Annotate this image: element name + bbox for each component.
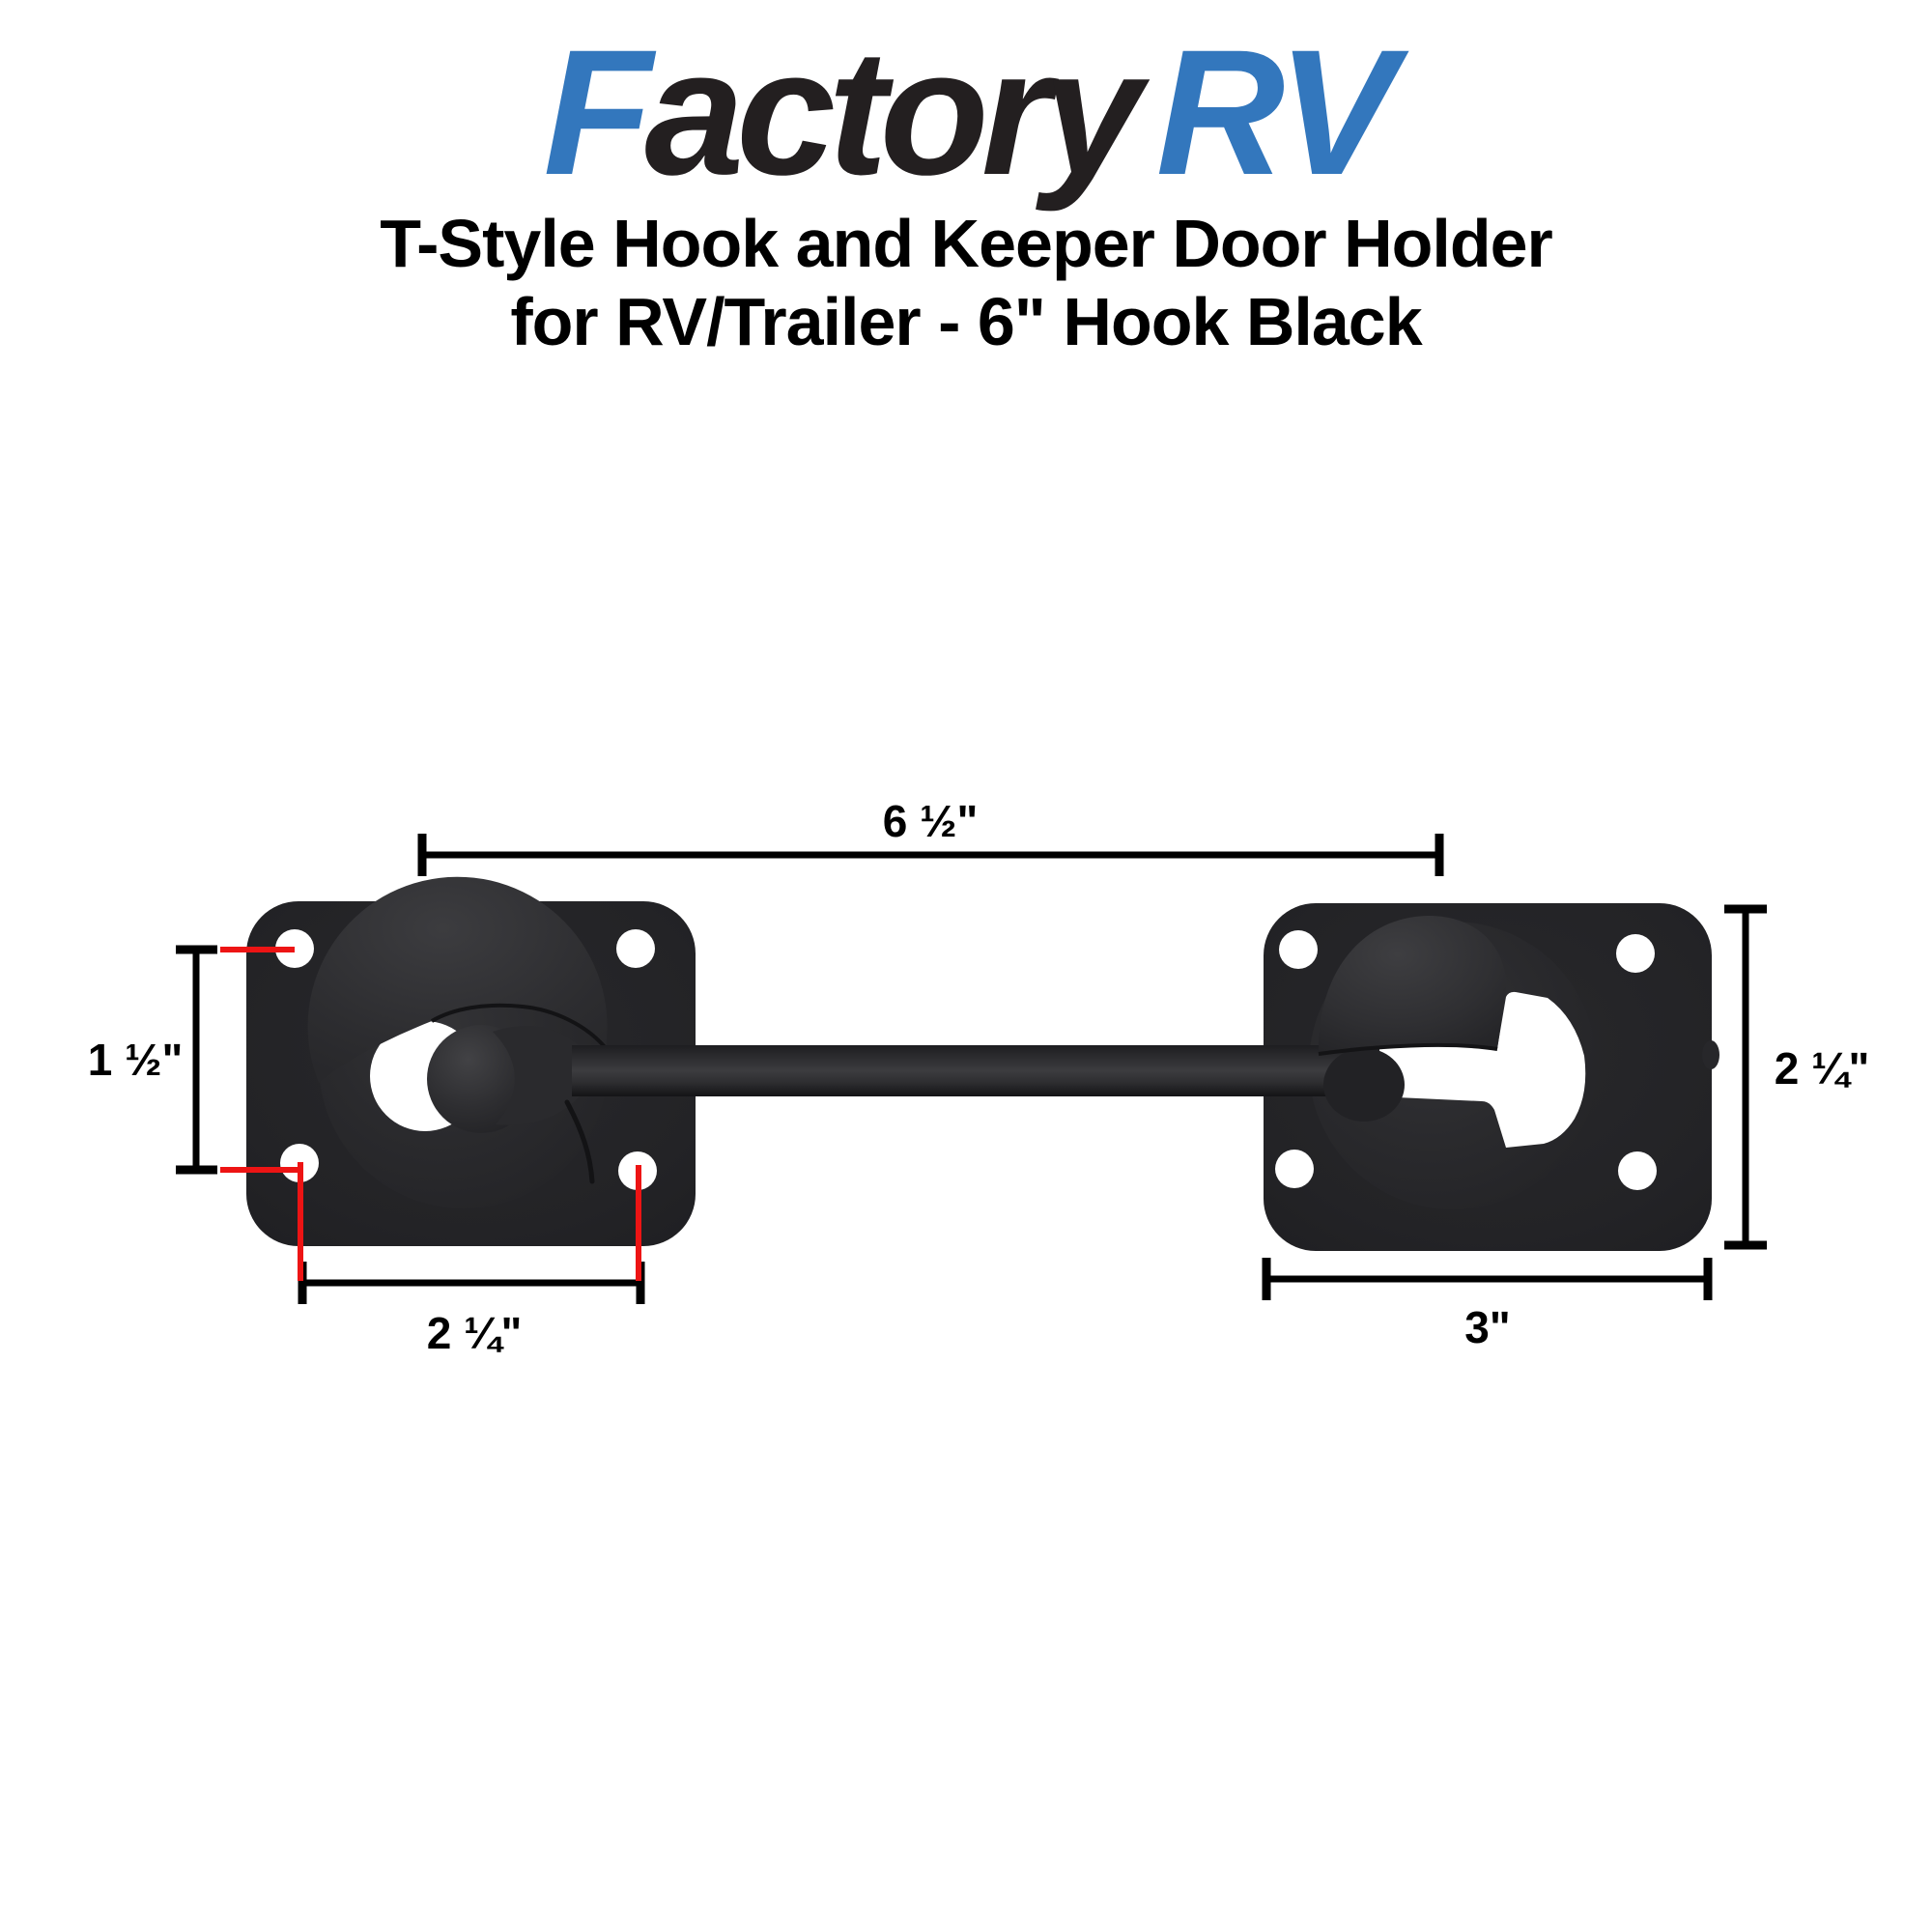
dimension-annotations [176, 834, 1767, 1304]
right-keeper-pivot-pin [1702, 1040, 1719, 1069]
hook-rod [572, 1045, 1379, 1096]
logo-factory-rest: actory [644, 14, 1142, 213]
right-plate-hole-bottom-left [1275, 1150, 1314, 1188]
label-right-plate-height: 2 ¼" [1775, 1043, 1870, 1094]
right-plate-hole-top-right [1616, 934, 1655, 973]
dim-left-hole-vertical [176, 945, 217, 1175]
dim-right-plate-height [1724, 904, 1767, 1250]
label-right-plate-width: 3" [1464, 1302, 1510, 1352]
left-keeper-cap [307, 876, 608, 1083]
right-keeper-front-parts [1318, 915, 1507, 1122]
logo-rv: RV [1155, 14, 1397, 213]
dim-right-plate-width [1262, 1258, 1713, 1300]
logo-letter-f: F [543, 14, 652, 213]
product-title-line1: T-Style Hook and Keeper Door Holder [380, 206, 1553, 281]
left-keeper-plate [246, 876, 696, 1246]
label-left-hole-horizontal: 2 ¼" [427, 1308, 523, 1358]
hook-neck-left [493, 1026, 580, 1125]
right-plate-hole-bottom-right [1618, 1151, 1657, 1190]
right-keeper-dome-shadow [1318, 1042, 1498, 1056]
dim-hook-span [417, 834, 1444, 876]
red-leader-lines [220, 947, 641, 1281]
left-plate-hole-top-right [616, 929, 655, 968]
right-plate-screw-holes [1275, 930, 1657, 1190]
left-keeper-slot-crack [564, 1099, 595, 1184]
product-title-line2: for RV/Trailer - 6" Hook Black [510, 283, 1422, 359]
right-keeper-t-slot-cutout [1349, 991, 1586, 1148]
left-keeper-cap-shadow [430, 1003, 608, 1050]
product-title: T-Style Hook and Keeper Door Holder for … [0, 205, 1932, 360]
label-hook-span: 6 ½" [883, 796, 979, 846]
label-left-hole-vertical: 1 ½" [88, 1035, 184, 1085]
dim-left-hole-horizontal [298, 1262, 645, 1304]
right-keeper-dome [1318, 915, 1507, 1054]
hook-neck-right [1323, 1048, 1405, 1122]
right-plate-hole-top-left [1279, 930, 1318, 969]
